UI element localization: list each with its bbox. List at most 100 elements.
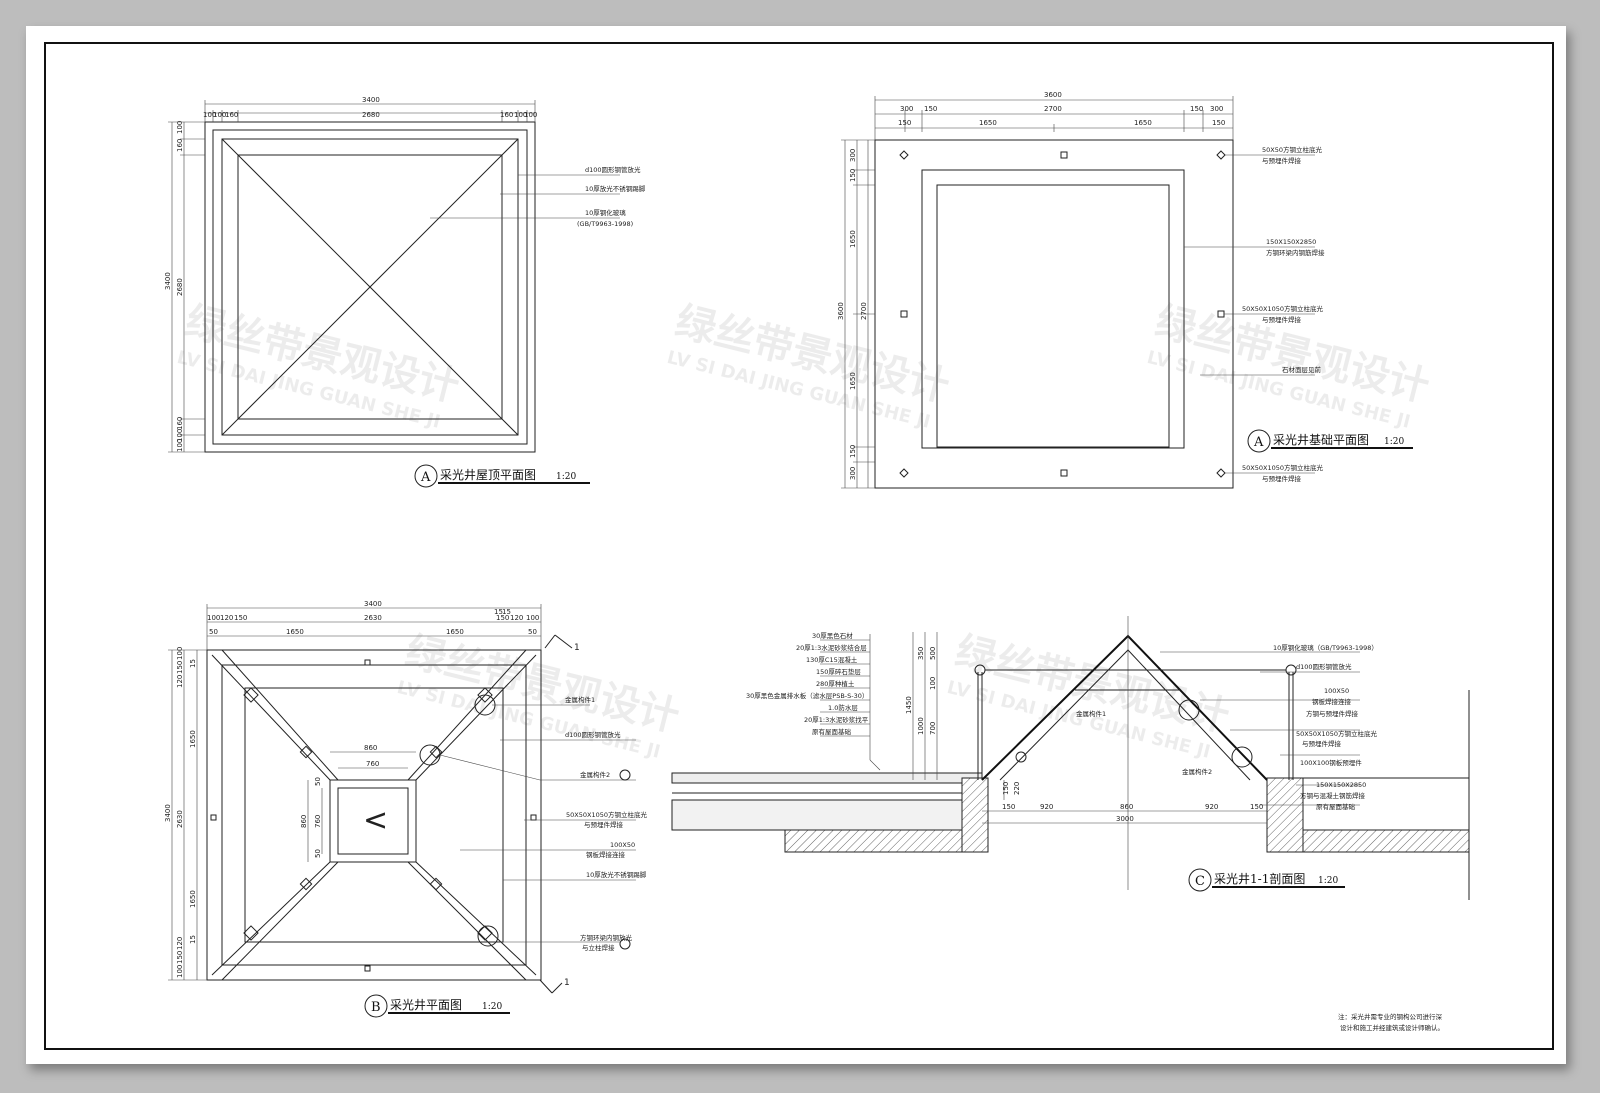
leader-note: (GB/T9963-1998) [577,220,633,228]
roof-ridge-diagonal [237,154,503,420]
view-title: 采光井平面图 [390,998,462,1012]
dim-label: 150 [924,105,937,113]
plan-glass-edge [244,687,504,943]
footnote: 注：采光井需专业的钢构公司进行深 设计和施工并经建筑或设计师确认。 [1338,1012,1444,1032]
roof-frame-mid [221,138,519,436]
dim-label: 500 [929,647,937,660]
dim-label: 120 [220,614,233,622]
dim-label: 150 [176,951,184,964]
leader-note: 10厚放光不锈钢踢脚 [585,184,646,193]
gravel-layer [671,799,963,831]
view-tag-circle [364,994,388,1018]
roof-outer-edge [204,121,536,453]
view-tag-circle [1188,868,1212,892]
leader-note: 100X50 [1324,687,1349,695]
dim-label: 1650 [979,119,997,127]
leader-note: 与预埋件焊接 [1302,739,1342,748]
dim-label: 3400 [164,804,172,822]
leader-note: 50X50X1050方钢立柱底光 [566,810,647,819]
stone-paving-layer [671,772,983,784]
curb-left [961,777,989,853]
view-scale: 1:20 [1384,437,1404,447]
footnote-line: 注：采光井需专业的钢构公司进行深 [1338,1012,1443,1021]
dim-label: 100 [203,111,216,119]
dim-label: 100 [929,677,937,690]
section-mark: 1 [564,978,570,988]
layer-label: 30厚黑色石材 [812,631,853,640]
concrete-base-left [784,829,986,853]
leader-note: 方钢环梁内钢放光 [580,933,633,942]
leader-note: 金属构件1 [1076,709,1106,718]
dim-label: 100 [176,965,184,978]
dim-label: 1650 [286,628,304,636]
dim-label: 120 [510,614,523,622]
foundation-ring-beam-outer [921,169,1185,449]
leader-note: 原有屋面基础 [1316,802,1356,811]
dim-label: 2680 [362,111,380,119]
dim-label: 350 [917,647,925,660]
dim-label: 2700 [1044,105,1062,113]
leader-note: 150X150X2850 [1316,781,1366,789]
dim-label: 3400 [362,96,380,104]
dim-label: 150 [1002,803,1015,811]
dim-label: 100 [207,614,220,622]
leader-note: 金属构件2 [580,770,610,779]
section-cut-arrow-icon: < [363,803,388,838]
plan-top-frame-inner [337,787,409,855]
concrete-base-right [1302,829,1470,853]
dim-label: 1450 [905,696,913,714]
dim-label: 160 [500,111,513,119]
layer-label: 1.0防水层 [828,703,858,712]
dim-label: 1650 [849,372,857,390]
leader-note: 与预埋件焊接 [1262,156,1302,165]
dim-label: 100 [524,111,537,119]
plan-outer [206,649,542,981]
dim-label: 860 [300,815,308,828]
view-scale: 1:20 [1318,876,1338,886]
dim-label: 860 [1120,803,1133,811]
dim-label: 300 [849,149,857,162]
view-tag: C [1195,874,1205,889]
dim-label: 3600 [1044,91,1062,99]
plan-frame [221,664,527,966]
dim-label: 2630 [176,810,184,828]
dim-label: 300 [1210,105,1223,113]
dim-label: 160 [176,417,184,430]
dim-label: 2700 [860,302,868,320]
leader-note: 方钢环梁内钢筋焊接 [1266,248,1325,257]
dim-label: 1650 [446,628,464,636]
dim-label: 15 [502,608,511,616]
foundation-ring-beam-inner [936,184,1170,448]
dim-label: 3400 [364,600,382,608]
layer-label: 20厚1:3水泥砂浆结合层 [796,643,867,652]
dim-label: 150 [1002,782,1010,795]
dim-label: 2630 [364,614,382,622]
dim-label: 150 [849,445,857,458]
dim-label: 760 [366,760,379,768]
dim-label: 150 [1250,803,1263,811]
dim-label: 50 [209,628,218,636]
layer-label: 130厚C15混凝土 [806,655,858,664]
dim-label: 760 [314,815,322,828]
dim-label: 150 [496,614,509,622]
view-title: 采光井基础平面图 [1273,433,1369,447]
layer-label: 20厚1:3水泥砂浆找平 [804,715,869,724]
plan-top-frame-outer [329,779,417,863]
dim-label: 15 [189,659,197,668]
leader-note: d100圆形钢管放光 [565,730,621,739]
leader-note: 50X50X1050方钢立柱底光 [1296,729,1377,738]
leader-note: 与预埋件焊接 [1262,315,1302,324]
dim-label: 100 [526,614,539,622]
dim-label: 100 [176,429,184,442]
dim-label: 700 [929,722,937,735]
dim-label: 15 [189,935,197,944]
leader-note: 钢板焊接连接 [586,850,626,859]
dim-label: 860 [364,744,377,752]
leader-note: 金属构件1 [565,695,595,704]
anchor-posts [899,150,1226,478]
leader-note: 与预埋件焊接 [584,820,624,829]
watermark-5: 绿丝带景观设计 LV SI DAI JING GUAN SHE JI [945,628,1234,762]
dim-label: 150 [1190,105,1203,113]
leader-note: 10厚钢化玻璃（GB/T9963-1998） [1273,643,1378,652]
dim-label: 150 [176,661,184,674]
